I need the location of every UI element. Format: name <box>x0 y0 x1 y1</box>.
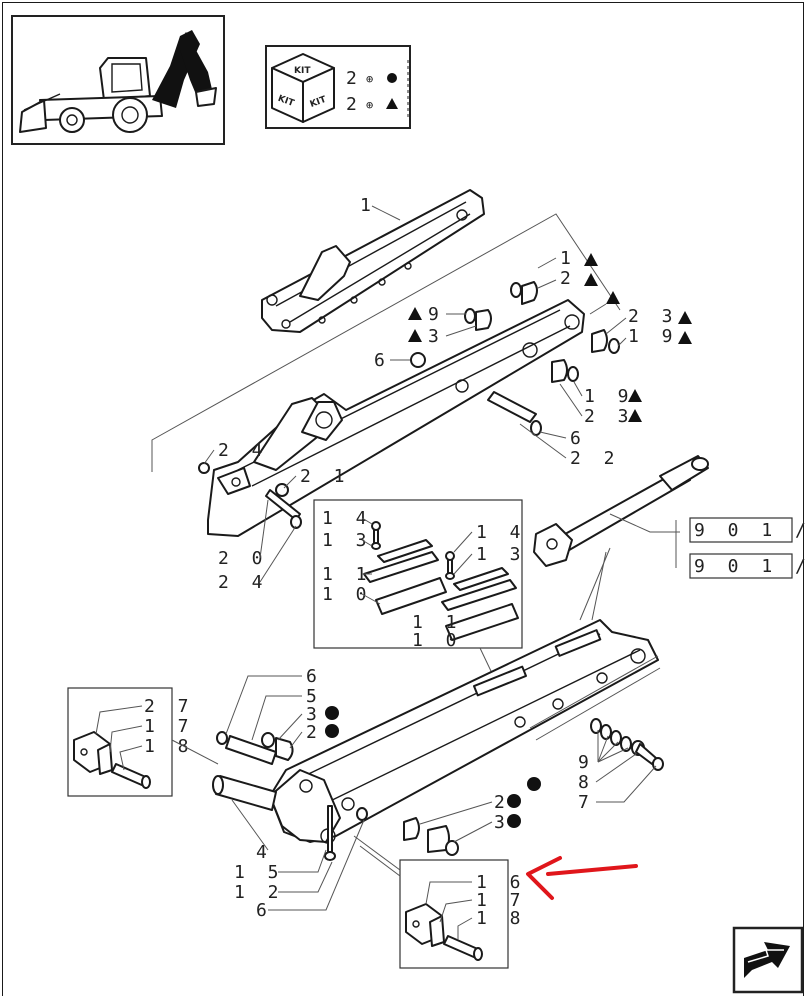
callout-9-lower: 9 <box>578 752 595 773</box>
kit-row2-key-icon: ⊕ <box>366 98 378 112</box>
callout-2-lower-b: 2 <box>494 792 511 813</box>
callout-901-c: 9 0 1 / C <box>694 556 808 577</box>
callout-1-upper: 1 <box>560 248 577 269</box>
wear-pad-detail-box: 1 4 1 3 1 1 1 0 1 4 1 3 1 1 1 0 <box>313 499 527 691</box>
callout-9-upper: 9 <box>428 304 445 325</box>
callout-23-upper-a: 2 3 <box>628 306 679 327</box>
part-1-boom <box>261 189 485 333</box>
kit-row2-qty: 2 <box>346 94 363 115</box>
highlight-arrow <box>526 856 638 900</box>
kit-row2-triangle-marker <box>386 98 398 109</box>
callout-6-lower-b: 6 <box>256 900 273 921</box>
callout-24-upper-a: 2 4 <box>218 440 269 461</box>
machine-thumbnail <box>11 15 225 145</box>
callout-11-b: 1 1 <box>412 612 463 633</box>
callout-13-a: 1 3 <box>322 530 373 551</box>
callout-2-lower-a: 2 <box>306 722 323 743</box>
callout-7: 7 <box>578 792 595 813</box>
callout-8: 8 <box>578 772 595 793</box>
callout-14-b: 1 4 <box>476 522 527 543</box>
kit-row1-key-icon: ⊕ <box>366 72 378 86</box>
callout-20: 2 0 <box>218 548 269 569</box>
next-page-arrow-icon <box>744 942 790 978</box>
callout-3-lower-b: 3 <box>494 812 511 833</box>
callout-6-upper-b: 6 <box>570 428 587 449</box>
callout-16: 1 6 <box>476 872 527 893</box>
backhoe-loader-icon <box>19 30 217 133</box>
callout-19-upper-b: 1 9 <box>584 386 635 407</box>
callout-5: 5 <box>306 686 323 707</box>
callout-10-b: 1 0 <box>412 630 463 651</box>
lower-callouts: 6 5 3 2 4 1 5 1 2 6 2 3 9 <box>225 666 657 921</box>
cylinder-reference: 9 0 1 / B 9 0 1 / C <box>533 455 808 621</box>
callout-22: 2 2 <box>570 448 621 469</box>
lower-right-clamp-box: 1 6 1 7 1 8 <box>353 835 527 969</box>
kit-box-top-label: KIT <box>294 66 311 76</box>
callout-17-lower-b: 1 7 <box>476 890 527 911</box>
kit-row1-qty: 2 <box>346 68 363 89</box>
callout-4: 4 <box>256 842 273 863</box>
callout-2-upper: 2 <box>560 268 577 289</box>
callout-6-lower-a: 6 <box>306 666 323 687</box>
callout-901-b: 9 0 1 / B <box>694 520 808 541</box>
next-page-button[interactable] <box>732 926 804 994</box>
callout-21: 2 1 <box>300 466 351 487</box>
callout-23-upper-b: 2 3 <box>584 406 635 427</box>
callout-17-lower-a: 1 7 <box>144 716 195 737</box>
lower-left-clamp-box: 2 7 1 7 1 8 <box>67 687 219 797</box>
callout-18-lower-a: 1 8 <box>144 736 195 757</box>
kit-box-icon: KIT KIT KIT <box>271 53 335 123</box>
callout-13-b: 1 3 <box>476 544 527 565</box>
lower-pins-bushings <box>212 718 664 861</box>
kit-row1-circle-marker <box>387 73 397 83</box>
lower-dipper-arm <box>269 619 661 844</box>
callout-3-upper: 3 <box>428 326 445 347</box>
callout-19-upper-a: 1 9 <box>628 326 679 347</box>
callout-14-a: 1 4 <box>322 508 373 529</box>
callout-18-lower-b: 1 8 <box>476 908 527 929</box>
callout-6-upper-a: 6 <box>374 350 391 371</box>
upper-callouts: 1 2 9 3 6 2 3 1 9 1 9 2 3 <box>203 248 692 593</box>
callout-12: 1 2 <box>234 882 285 903</box>
callout-24-upper-b: 2 4 <box>218 572 269 593</box>
callout-11-a: 1 1 <box>322 564 373 585</box>
upper-bushings <box>198 281 620 529</box>
upper-dipper-arm <box>207 299 585 537</box>
callout-3-lower-a: 3 <box>306 704 323 725</box>
callout-15: 1 5 <box>234 862 285 883</box>
callout-27: 2 7 <box>144 696 195 717</box>
callout-1: 1 <box>360 195 377 216</box>
callout-10-a: 1 0 <box>322 584 373 605</box>
kit-legend: KIT KIT KIT 2 ⊕ 2 ⊕ <box>265 45 411 129</box>
